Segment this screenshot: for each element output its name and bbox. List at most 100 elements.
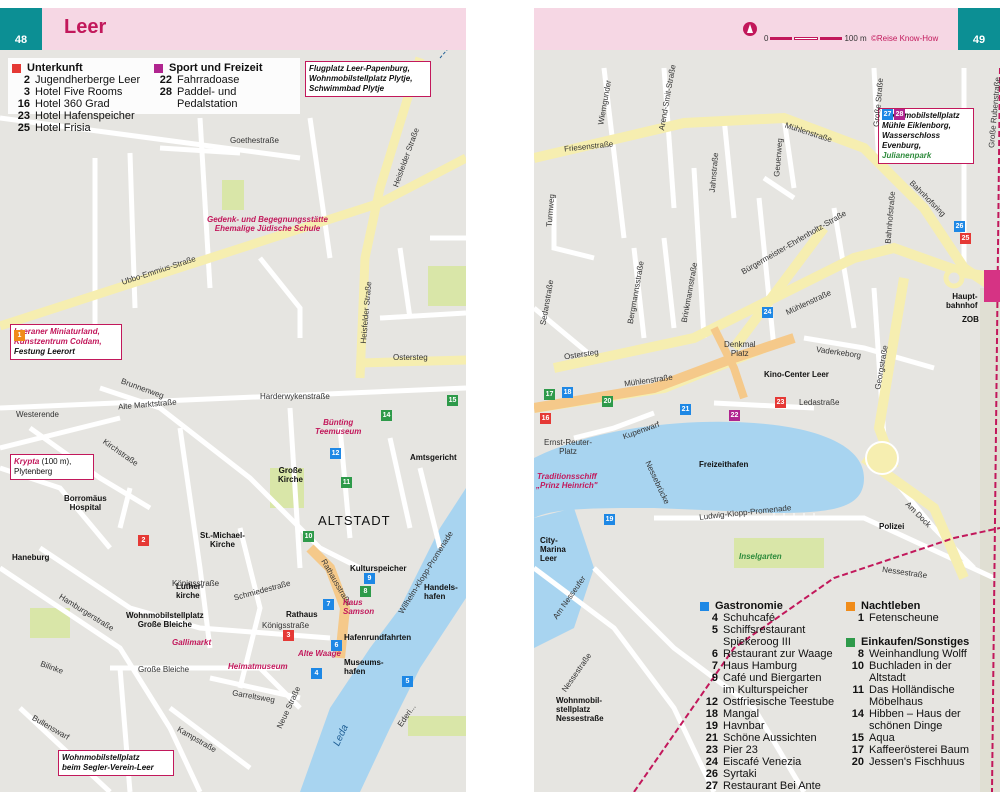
marker-15: 15 xyxy=(447,395,458,406)
gastronomie-swatch xyxy=(700,601,709,611)
legend-heading-gastronomie: Gastronomie xyxy=(715,600,783,612)
street-label: Harderwykenstraße xyxy=(260,392,330,401)
legend-item: schönen Dinge xyxy=(869,720,943,732)
marker-2: 2 xyxy=(138,535,149,546)
marker-3: 3 xyxy=(283,630,294,641)
poi-hafenrundfahrten: Hafenrundfahrten xyxy=(344,633,412,642)
edge-tab-marker xyxy=(984,270,1000,302)
map-page-right: 0 100 m ©Reise Know-How 49 Wohnmobilstel… xyxy=(534,8,1000,792)
street-label: Goethestraße xyxy=(230,136,279,145)
poi-heimatmuseum: Heimatmuseum xyxy=(228,662,288,671)
legend-heading-nachtleben: Nachtleben xyxy=(861,600,921,612)
poi-haneburg: Haneburg xyxy=(12,553,50,562)
poi-st-michael-kirche: St.-Michael- Kirche xyxy=(200,531,245,549)
marker-27: 27 xyxy=(882,109,893,120)
marker-22: 22 xyxy=(729,410,740,421)
poi-ernst-reuter-platz: Ernst-Reuter- Platz xyxy=(544,438,593,456)
marker-6: 6 xyxy=(331,640,342,651)
poi-bunting-teemuseum: Bünting Teemuseum xyxy=(315,418,362,436)
north-arrow-icon xyxy=(743,22,757,36)
poi-haus-samson: Haus Samson xyxy=(343,598,375,616)
poi-traditionsschiff: Traditionsschiff „Prinz Heinrich" xyxy=(536,472,598,490)
street-label: Große Bleiche xyxy=(138,665,190,674)
poi-freizeithafen: Freizeithafen xyxy=(699,460,749,469)
scale-bar: 0 100 m xyxy=(764,34,867,43)
marker-4: 4 xyxy=(311,668,322,679)
marker-24: 24 xyxy=(762,307,773,318)
poi-inselgarten: Inselgarten xyxy=(739,552,782,561)
page-number: 48 xyxy=(0,8,42,50)
street-label: Westerende xyxy=(16,410,59,419)
marker-28: 28 xyxy=(894,109,905,120)
marker-1: 1 xyxy=(14,330,25,341)
marker-16: 16 xyxy=(540,413,551,424)
legend-heading-einkaufen: Einkaufen/Sonstiges xyxy=(861,636,970,648)
poi-hauptbahnhof: Haupt- bahnhof xyxy=(946,292,978,310)
poi-wohnmobil-grosse-bleiche: Wohnmobilstellplatz Große Bleiche xyxy=(126,611,204,629)
poi-alte-waage: Alte Waage xyxy=(298,649,341,658)
right-map-canvas xyxy=(534,67,1000,792)
marker-20: 20 xyxy=(602,396,613,407)
street-label: Ostersteg xyxy=(393,353,428,362)
einkaufen-swatch xyxy=(846,637,855,647)
box-julianenpark: Wohnmobilstellplatz Mühle Eiklenborg, Wa… xyxy=(878,108,974,164)
box-krypta: Krypta (100 m), Plytenberg xyxy=(10,454,94,480)
box-flugplatz: Flugplatz Leer-Papenburg, Wohnmobilstell… xyxy=(305,61,431,97)
legend-item: Möbelhaus xyxy=(869,696,923,708)
poi-kino-center: Kino-Center Leer xyxy=(764,370,829,379)
marker-8: 8 xyxy=(360,586,371,597)
poi-grosse-kirche: Große Kirche xyxy=(278,466,303,484)
unterkunft-swatch xyxy=(12,63,21,73)
poi-wohnmobil-nessestrasse: Wohnmobil- stellplatz Nessestraße xyxy=(556,696,604,723)
left-map-canvas xyxy=(0,27,466,792)
poi-gallimarkt: Gallimarkt xyxy=(172,638,212,647)
legend-heading-sport: Sport und Freizeit xyxy=(169,62,263,74)
page-header: 0 100 m ©Reise Know-How 49 xyxy=(534,8,1000,50)
page-number: 49 xyxy=(958,8,1000,50)
poi-kulturspeicher: Kulturspeicher xyxy=(350,564,407,573)
marker-17: 17 xyxy=(544,389,555,400)
poi-polizei: Polizei xyxy=(879,522,905,531)
marker-23: 23 xyxy=(775,397,786,408)
page-header: 48 Leer xyxy=(0,8,466,50)
marker-25: 25 xyxy=(960,233,971,244)
nachtleben-swatch xyxy=(846,601,855,611)
poi-denkmalplatz: Denkmal Platz xyxy=(724,340,756,358)
box-miniaturland: Leeraner Miniaturland, Kunstzentrum Cold… xyxy=(10,324,122,360)
marker-9: 9 xyxy=(364,573,375,584)
marker-21: 21 xyxy=(680,404,691,415)
district-altstadt: ALTSTADT xyxy=(318,513,391,528)
poi-rathaus: Rathaus xyxy=(286,610,318,619)
legend-item: Altstadt xyxy=(869,672,906,684)
page-title: Leer xyxy=(64,16,107,38)
legend-heading-unterkunft: Unterkunft xyxy=(27,62,83,74)
marker-19: 19 xyxy=(604,514,615,525)
copyright: ©Reise Know-How xyxy=(871,34,939,43)
marker-12: 12 xyxy=(330,448,341,459)
